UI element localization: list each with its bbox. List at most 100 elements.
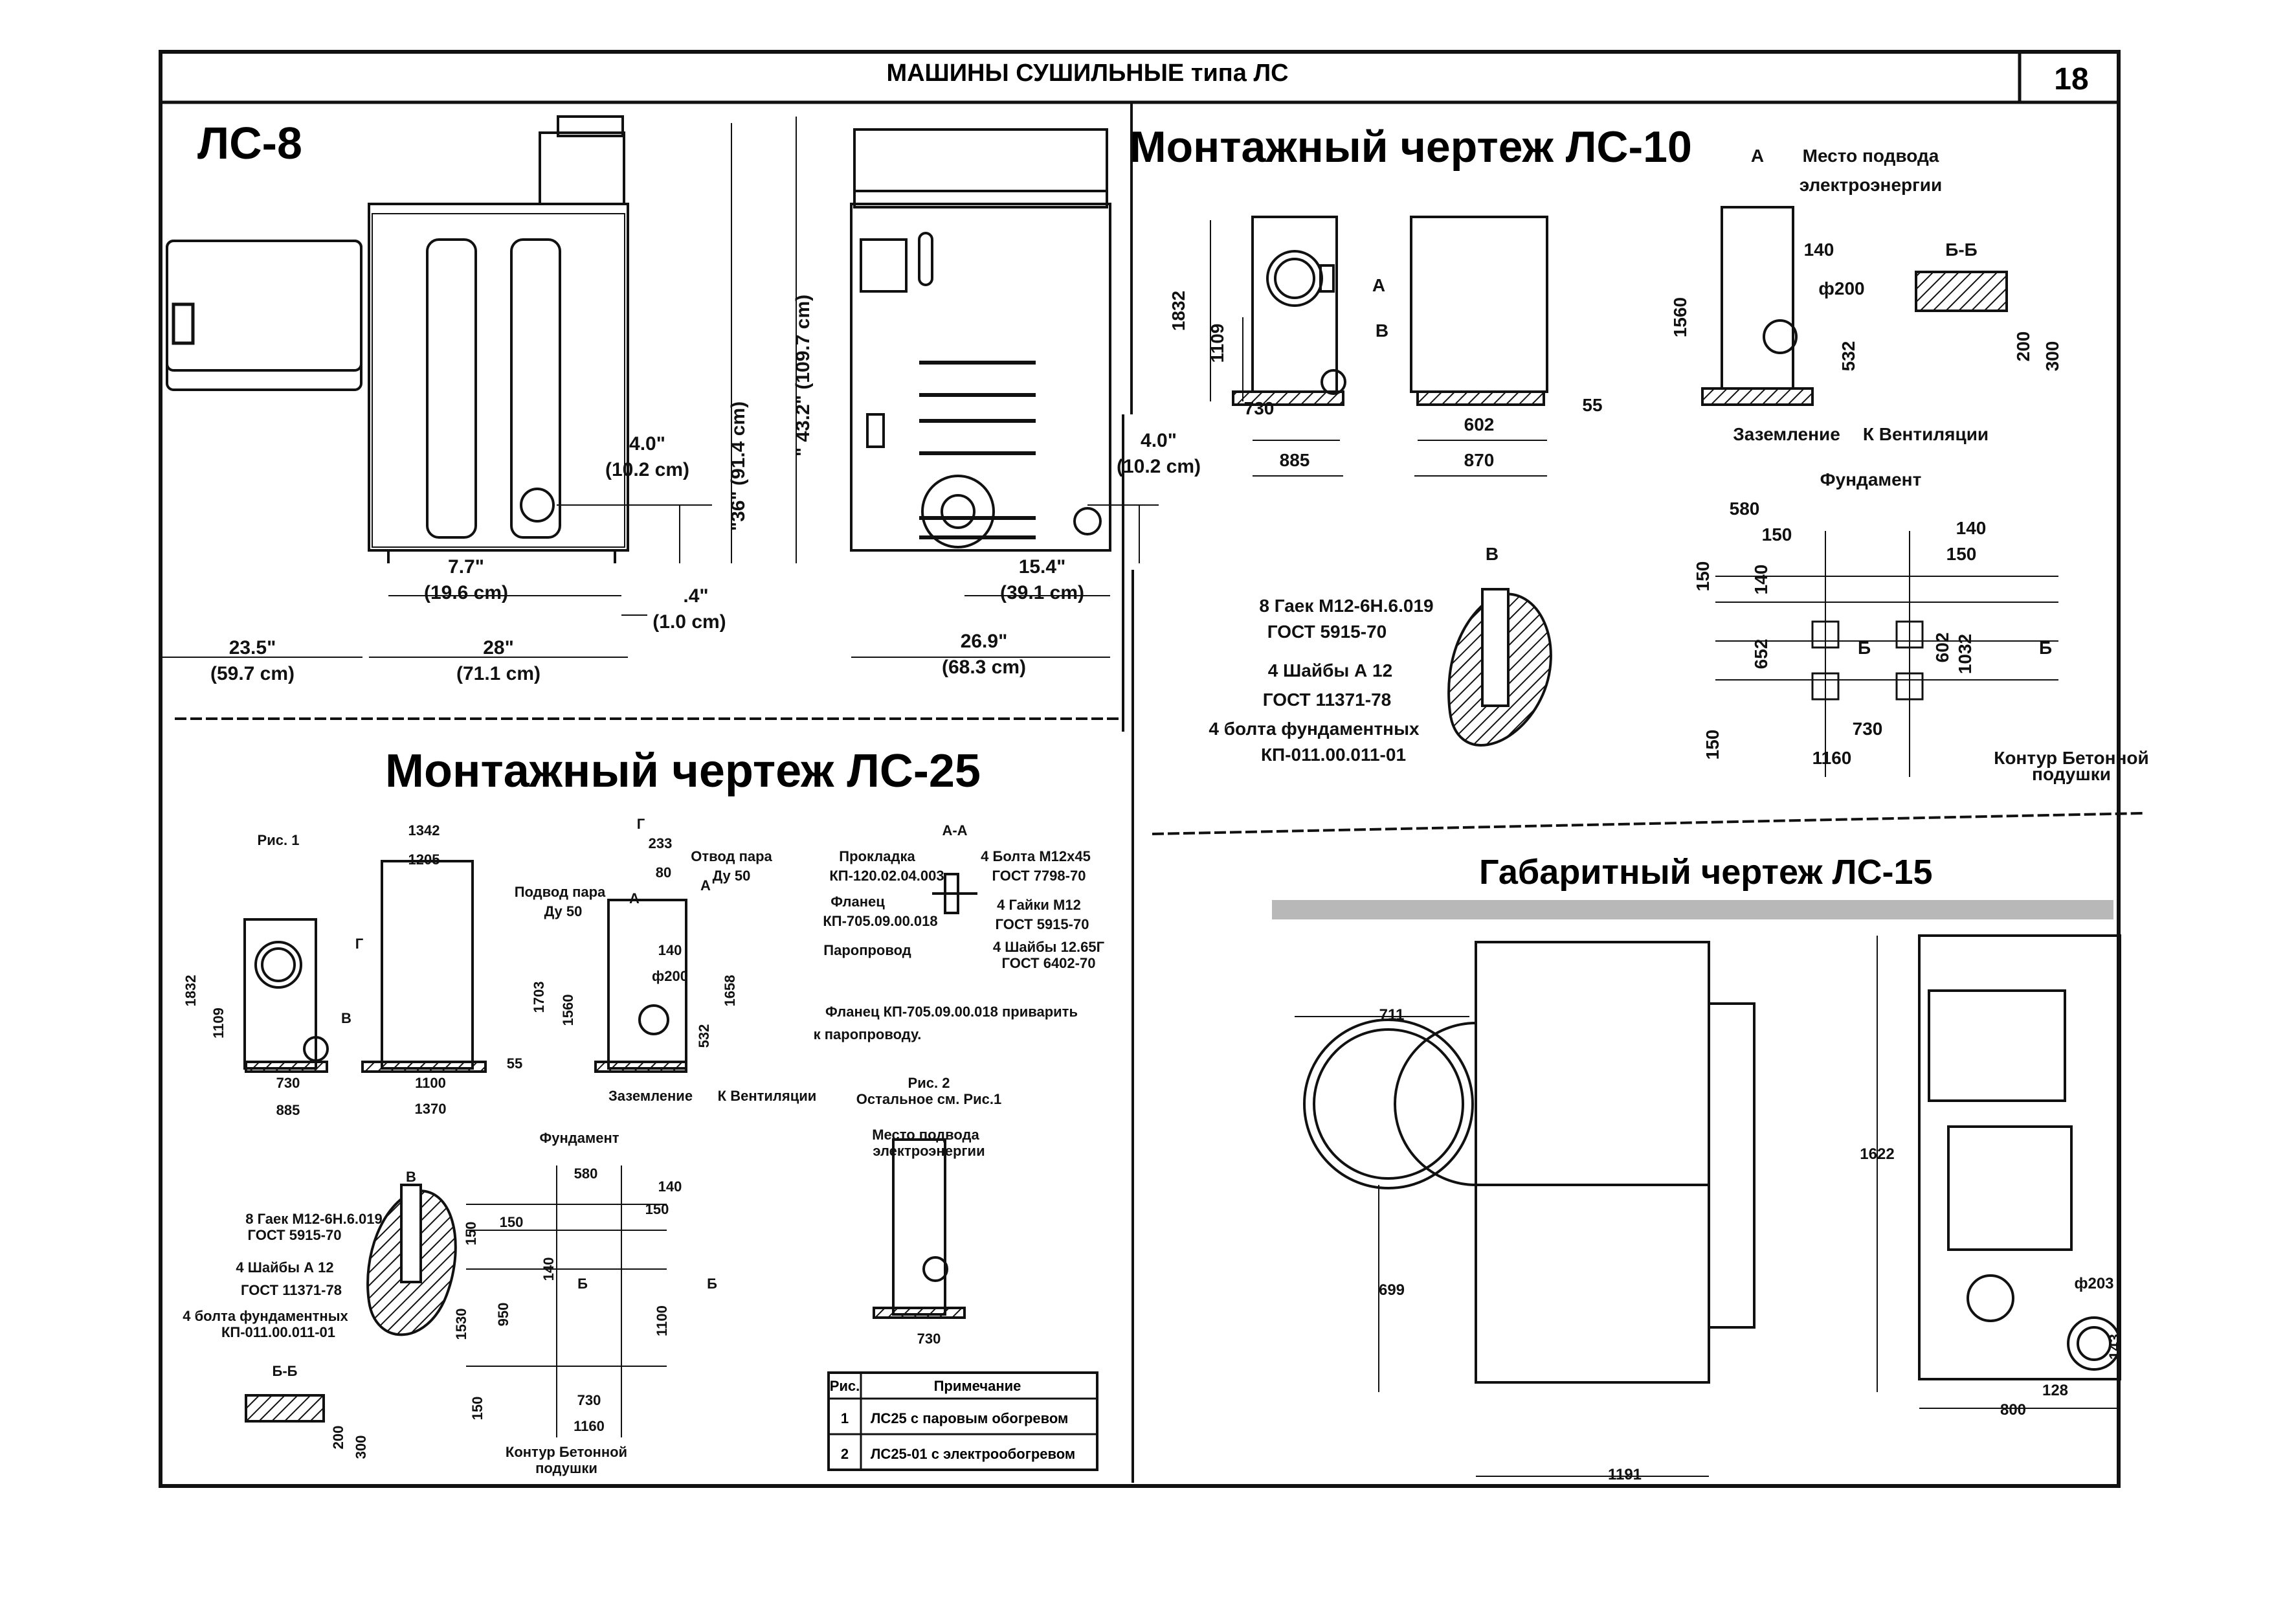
ls25-label-g: Г	[637, 816, 645, 832]
ls25-pipe: Паропровод	[823, 942, 911, 958]
ls25-fig2b: Остальное см. Рис.1	[856, 1091, 1001, 1107]
ls10-f150: 150	[1762, 524, 1792, 545]
ls25-h200: 200	[330, 1426, 346, 1450]
ls10-dim-1560: 1560	[1670, 297, 1690, 337]
ls8-dim-154in: 15.4"	[1019, 556, 1066, 578]
ls25-boltA: 4 болта фундаментных	[183, 1308, 348, 1324]
ls10-f730: 730	[1853, 719, 1883, 739]
ls25-dim-532: 532	[696, 1024, 712, 1048]
ls25-f1530: 1530	[453, 1309, 469, 1340]
ls8-dim-235in: 23.5"	[229, 637, 276, 658]
table-header-fig: Рис.	[830, 1378, 860, 1394]
ls25-fig2: Рис. 2	[908, 1075, 950, 1091]
ls10-f150v: 150	[1693, 561, 1713, 592]
ls10-label-b: В	[1376, 321, 1388, 341]
ls10-washer1: 4 Шайбы А 12	[1268, 660, 1392, 681]
ls8-dim-4cm: (10.2 cm)	[605, 459, 689, 480]
ls25-bolt2: ГОСТ 7798-70	[992, 868, 1086, 884]
ls10-bolt1: 4 болта фундаментных	[1209, 719, 1420, 739]
ls25-f140: 140	[658, 1178, 682, 1195]
ls25-dim-55: 55	[507, 1055, 522, 1072]
ls25-boltB: КП-011.00.011-01	[221, 1324, 335, 1340]
ls25-f150: 150	[645, 1201, 669, 1217]
ls25-label-a: А	[700, 877, 711, 894]
ls25-dim-1205: 1205	[408, 851, 440, 868]
ls8-dim-154cm: (39.1 cm)	[1000, 582, 1084, 603]
ls25-dim-1109: 1109	[210, 1007, 227, 1039]
ls25-b1: Б	[577, 1276, 588, 1292]
ls10-dim-602: 602	[1464, 414, 1495, 434]
ls25-f150c: 150	[469, 1397, 485, 1421]
ls25-nutsB: ГОСТ 5915-70	[248, 1227, 342, 1243]
ls25-notes-table: Рис. Примечание 1 ЛС25 с паровым обогрев…	[827, 1371, 1098, 1471]
ls25-dim-1658: 1658	[722, 975, 738, 1007]
ls25-label-g2: Г	[355, 936, 364, 952]
ls25-washB: ГОСТ 11371-78	[241, 1282, 342, 1298]
ls25-dim-730: 730	[276, 1075, 300, 1091]
ls25-steam-in1: Подвод пара	[515, 884, 606, 900]
ls10-label-a2: А	[1751, 146, 1764, 166]
ls10-label-bb: Б-Б	[1945, 240, 1978, 260]
ls25-ground: Заземление	[608, 1088, 693, 1104]
ls25-power1: Место подвода	[872, 1127, 979, 1143]
ls25-f950: 950	[495, 1303, 511, 1327]
ls25-f730: 730	[577, 1392, 601, 1408]
ls10-text: 730 885 602 870 55 1832 1109 А В А Место…	[1168, 146, 2149, 784]
ls25-text: Рис. 1 1342 1205 Г 233 Отвод пара Ду 50 …	[183, 816, 1105, 1476]
ls25-gasket2: КП-120.02.04.003	[829, 868, 944, 884]
ls25-f140v: 140	[541, 1257, 557, 1281]
ls10-f140: 140	[1956, 518, 1987, 538]
ls10-f140v: 140	[1751, 565, 1771, 595]
ls10-dim-phi200: ф200	[1818, 278, 1864, 298]
table-row-2-note: ЛС25-01 с электрообогревом	[871, 1446, 1075, 1462]
ls10-contour2: подушки	[2032, 764, 2111, 784]
ls25-fig1: Рис. 1	[258, 832, 300, 848]
ls25-bolt1: 4 Болта М12х45	[981, 848, 1091, 864]
ls25-dim-1703: 1703	[531, 982, 547, 1013]
ls10-washer2: ГОСТ 11371-78	[1263, 690, 1391, 710]
ls25-dim-1560: 1560	[560, 995, 576, 1026]
ls15-dim-800: 800	[2000, 1401, 2026, 1419]
ls25-contour1: Контур Бетонной	[506, 1444, 627, 1460]
table-header-note: Примечание	[934, 1378, 1021, 1394]
ls25-aa: А-А	[942, 822, 967, 838]
ls25-contour2: подушки	[535, 1460, 597, 1476]
ls25-f580: 580	[574, 1165, 598, 1182]
ls10-dim-1109: 1109	[1207, 324, 1227, 363]
ls25-dim-730b: 730	[917, 1331, 941, 1347]
ls8-dim-77in: 7.7"	[448, 556, 484, 578]
ls25-nutsA: 8 Гаек М12-6Н.6.019	[245, 1211, 383, 1227]
ls8-dim-04cm: (1.0 cm)	[652, 611, 726, 633]
ls25-dim-phi200: ф200	[652, 968, 688, 984]
ls25-label-b: В	[406, 1169, 416, 1185]
sheet-title: МАШИНЫ СУШИЛЬНЫЕ типа ЛС	[886, 60, 1288, 87]
ls15-dim-phi203: ф203	[2074, 1275, 2113, 1292]
ls25-washer1: 4 Шайбы 12.65Г	[993, 939, 1105, 955]
ls25-steam-out2: Ду 50	[713, 868, 751, 884]
ls10-label-power: Место подвода	[1803, 146, 1939, 166]
ls10-f1160: 1160	[1812, 748, 1852, 768]
ls10-nut2: ГОСТ 5915-70	[1267, 622, 1387, 642]
ls10-dim-55: 55	[1582, 395, 1602, 415]
ls25-label-a-left: А	[629, 890, 640, 906]
ls10-label-ground: Заземление	[1733, 424, 1840, 444]
ls15-drawing	[1272, 900, 2121, 1477]
ls8-drawing	[161, 115, 1159, 658]
ls10-f1032: 1032	[1955, 634, 1975, 674]
ls8-dim-04in: .4"	[683, 585, 708, 607]
ls25-dim-1342: 1342	[408, 822, 440, 838]
ls25-h300: 300	[353, 1435, 369, 1459]
ls8-dim-4cm-b: (10.2 cm)	[1117, 456, 1201, 477]
ls8-dim-36in: "36" (91.4 cm)	[728, 401, 749, 531]
ls25-f150b: 150	[500, 1214, 524, 1230]
ls25-note1: Фланец КП-705.09.00.018 приварить	[825, 1004, 1078, 1020]
ls8-dim-269in: 26.9"	[961, 631, 1008, 652]
ls25-f150v: 150	[463, 1222, 479, 1246]
ls25-note2: к паропроводу.	[814, 1026, 922, 1042]
ls10-f150b: 150	[1946, 544, 1977, 564]
ls8-dim-4in: 4.0"	[629, 433, 665, 455]
ls25-b2: Б	[707, 1276, 717, 1292]
ls8-dim-28cm: (71.1 cm)	[456, 663, 541, 684]
ls10-b2: Б	[2039, 638, 2052, 658]
ls8-dim-235cm: (59.7 cm)	[210, 663, 295, 684]
